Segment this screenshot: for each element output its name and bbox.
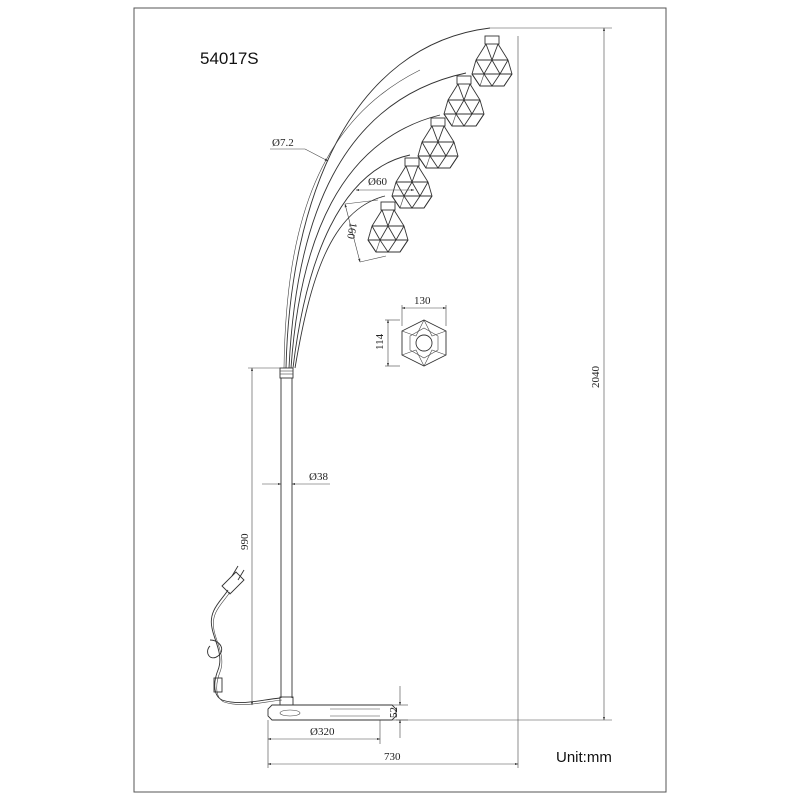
pole-height-callout: 990 [239,367,280,706]
arm-diameter-callout: Ø7.2 [270,137,329,162]
cage-shade-5 [367,201,409,253]
shade-top-view: 130 114 [374,295,447,367]
pole-diameter-callout: Ø38 [262,471,330,486]
shade-diameter-callout: Ø60 [355,176,415,192]
unit-label: Unit:mm [556,749,612,766]
drawing-frame [133,7,667,793]
power-cord [207,565,283,705]
model-number: 54017S [200,49,259,68]
svg-text:Ø60: Ø60 [368,176,387,188]
cage-shade-1 [471,35,513,87]
lamp-pole [279,367,294,698]
base-diameter-callout: Ø320 [267,720,381,768]
svg-text:Ø7.2: Ø7.2 [272,137,294,149]
svg-text:2040: 2040 [590,366,602,389]
base-height-callout: 52 [388,686,408,738]
svg-text:52: 52 [388,707,400,718]
lamp-arms [283,27,491,369]
svg-text:Ø320: Ø320 [310,726,335,738]
svg-text:990: 990 [239,533,251,550]
lamp-base [267,696,397,721]
total-width-callout: 730 [267,36,519,768]
cage-shade-4 [391,157,433,209]
svg-text:130: 130 [414,295,431,307]
svg-text:160: 160 [344,221,359,240]
svg-text:730: 730 [384,751,401,763]
svg-text:Ø38: Ø38 [309,471,328,483]
total-height-callout: 2040 [396,27,612,721]
shade-height-callout: 160 [344,199,387,263]
svg-text:114: 114 [374,333,386,350]
